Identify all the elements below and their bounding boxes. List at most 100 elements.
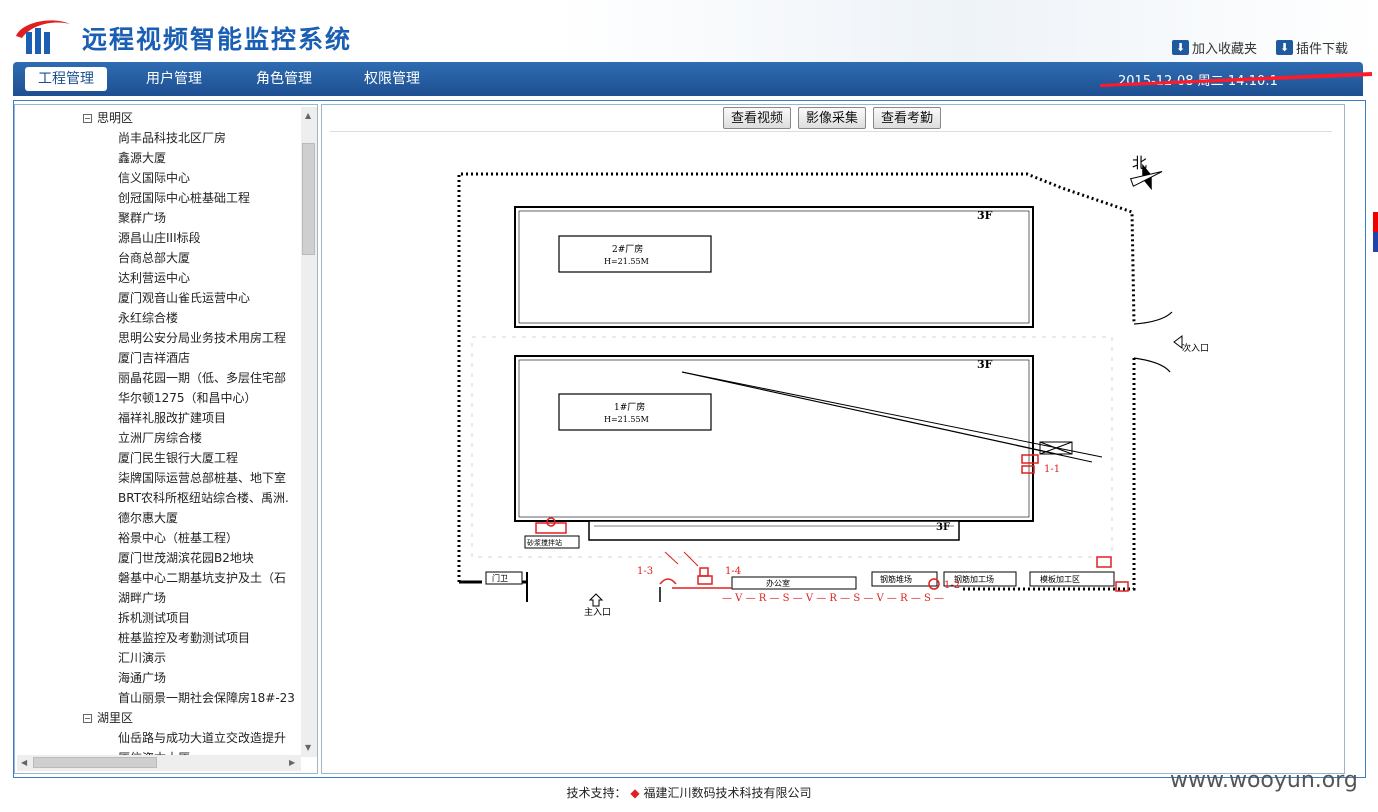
- header: 远程视频智能监控系统 ⬇ 加入收藏夹 ⬇ 插件下载: [0, 0, 1378, 62]
- footer: 技术支持： ◆ 福建汇川数码技术科技有限公司: [0, 784, 1378, 801]
- toolbar-divider: [330, 131, 1332, 132]
- tree-site-item[interactable]: 桩基监控及考勤测试项目: [118, 631, 251, 645]
- scroll-up-icon[interactable]: ▲: [305, 111, 312, 120]
- footer-label: 技术支持：: [566, 786, 627, 800]
- tree-district-label: 思明区: [97, 111, 134, 125]
- tree-site-item[interactable]: 丽晶花园一期（低、多层住宅部: [118, 371, 287, 385]
- tree-site-item[interactable]: 厦门世茂湖滨花园B2地块: [118, 551, 254, 565]
- tree-site-item[interactable]: 聚群广场: [118, 211, 167, 225]
- tree-site-item[interactable]: 首山丽景一期社会保障房18#-23: [118, 691, 295, 705]
- tree-site-item[interactable]: BRT农科所枢纽站综合楼、禹洲.: [118, 491, 289, 505]
- tree-site-item[interactable]: 德尔惠大厦: [118, 511, 179, 525]
- site-fence: [457, 172, 1136, 582]
- scroll-right-icon[interactable]: ▶: [289, 758, 296, 767]
- camera-label-1-2: 1-2: [944, 580, 960, 591]
- main-panel: 查看视频 影像采集 查看考勤 3F: [321, 104, 1345, 774]
- gate-label: 门卫: [492, 573, 508, 583]
- site-fence-east: [962, 358, 1136, 591]
- tree-vertical-scrollbar[interactable]: ▲ ▼: [301, 107, 317, 757]
- footer-company: 福建汇川数码技术科技有限公司: [643, 786, 812, 800]
- secondary-gate-arc: [1133, 357, 1171, 373]
- tree-site-item[interactable]: 厦门民生银行大厦工程: [118, 451, 239, 465]
- formwork-process-label: 模板加工区: [1040, 574, 1080, 584]
- annex: [588, 520, 960, 541]
- scroll-down-icon[interactable]: ▼: [305, 743, 312, 752]
- tree-site-item[interactable]: 仙岳路与成功大道立交改造提升: [118, 731, 287, 745]
- redaction-scribble: [1100, 72, 1372, 87]
- app-title: 远程视频智能监控系统: [82, 25, 353, 54]
- secondary-entrance-label: 次入口: [1182, 342, 1209, 354]
- collapse-toggle-icon[interactable]: −: [83, 114, 92, 123]
- project-tree: −思明区尚丰品科技北区厂房鑫源大厦信义国际中心创冠国际中心桩基础工程聚群广场源昌…: [14, 104, 318, 774]
- north-arrow-icon: [1129, 163, 1163, 191]
- collapse-toggle-icon[interactable]: −: [83, 714, 92, 723]
- scroll-left-icon[interactable]: ◀: [21, 758, 28, 767]
- tree-site-item[interactable]: 信义国际中心: [118, 171, 191, 185]
- building-1-height: H=21.55M: [604, 415, 649, 424]
- tree-site-item[interactable]: 源昌山庄III标段: [118, 231, 201, 245]
- tree-site-item[interactable]: 尚丰品科技北区厂房: [118, 131, 227, 145]
- download-icon: ⬇: [1276, 40, 1293, 55]
- secondary-entrance-arrow: [1173, 335, 1183, 349]
- tree-site-item[interactable]: 海通广场: [118, 671, 167, 685]
- tree-site-item[interactable]: 台商总部大厦: [118, 251, 191, 265]
- camera-marker-1-2: [928, 578, 940, 590]
- camera-label-1-3: 1-3: [637, 566, 653, 577]
- building-2-floors: 3F: [977, 209, 993, 222]
- tree-horizontal-scrollbar[interactable]: ◀ ▶: [17, 755, 301, 771]
- download-icon: ⬇: [1172, 40, 1189, 55]
- tree-site-item[interactable]: 柒牌国际运营总部桩基、地下室: [118, 471, 287, 485]
- nav-role-management[interactable]: 角色管理: [256, 71, 312, 87]
- tree-site-item[interactable]: 思明公安分局业务技术用房工程: [118, 331, 287, 345]
- tree-site-item[interactable]: 创冠国际中心桩基础工程: [118, 191, 251, 205]
- edge-indicator: [1373, 212, 1378, 252]
- tree-site-item[interactable]: 磐基中心二期基坑支护及土（石: [118, 571, 287, 585]
- main-entrance-label: 主入口: [584, 606, 611, 618]
- tree-horizontal-scroll-thumb[interactable]: [33, 757, 157, 768]
- watermark: www.wooyun.org: [1170, 768, 1358, 793]
- camera-marker-1-4: [697, 567, 713, 585]
- add-favorites-link[interactable]: ⬇ 加入收藏夹: [1172, 38, 1257, 57]
- secondary-gate-arc: [1133, 311, 1173, 325]
- tree-site-item[interactable]: 立洲厂房综合楼: [118, 431, 203, 445]
- tree-site-item[interactable]: 厦门观音山雀氏运营中心: [118, 291, 251, 305]
- camera-marker-1-1: [1021, 454, 1039, 474]
- image-capture-button[interactable]: 影像采集: [798, 107, 867, 129]
- building-2-name: 2#厂房: [612, 243, 643, 255]
- tree-site-item[interactable]: 永红综合楼: [118, 311, 179, 325]
- view-attendance-button[interactable]: 查看考勤: [873, 107, 942, 129]
- nav-project-management[interactable]: 工程管理: [25, 67, 107, 91]
- content-frame: [13, 100, 1366, 778]
- tree-site-item[interactable]: 汇川演示: [118, 651, 167, 665]
- tree-site-item[interactable]: 拆机测试项目: [118, 611, 191, 625]
- tree-site-item[interactable]: 华尔顿1275（和昌中心）: [118, 391, 257, 405]
- rebar-stack-label: 钢筋堆场: [880, 574, 912, 584]
- mixing-station-label: 砂浆搅拌站: [527, 538, 562, 547]
- tree-site-item[interactable]: 裕景中心（桩基工程）: [118, 531, 239, 545]
- logo: [16, 20, 70, 54]
- camera-marker-1-3: [659, 578, 677, 585]
- tree-site-item[interactable]: 达利营运中心: [118, 271, 191, 285]
- building-1-name: 1#厂房: [614, 401, 645, 413]
- view-video-button[interactable]: 查看视频: [723, 107, 792, 129]
- rebar-process-label: 钢筋加工场: [954, 574, 994, 584]
- building-1: [514, 355, 1034, 522]
- nav-permission-management[interactable]: 权限管理: [364, 71, 420, 87]
- tree-district[interactable]: −湖里区: [83, 708, 133, 728]
- camera-label-1-4: 1-4: [725, 566, 741, 577]
- main-nav: 工程管理 用户管理 角色管理 权限管理 2015-12-08 周二 14:10:…: [13, 62, 1363, 96]
- tree-district[interactable]: −思明区: [83, 108, 133, 128]
- annex-floors: 3F: [936, 522, 950, 533]
- office-label: 办公室: [766, 578, 790, 588]
- tree-site-item[interactable]: 福祥礼服改扩建项目: [118, 411, 227, 425]
- plugin-download-label: 插件下载: [1296, 42, 1349, 57]
- building-2-height: H=21.55M: [604, 257, 649, 266]
- camera-label-1-1: 1-1: [1044, 464, 1060, 475]
- tree-site-item[interactable]: 厦门吉祥酒店: [118, 351, 191, 365]
- plugin-download-link[interactable]: ⬇ 插件下载: [1276, 38, 1348, 57]
- tree-site-item[interactable]: 湖畔广场: [118, 591, 167, 605]
- tree-vertical-scroll-thumb[interactable]: [302, 143, 315, 255]
- tree-site-item[interactable]: 鑫源大厦: [118, 151, 167, 165]
- nav-user-management[interactable]: 用户管理: [146, 71, 202, 87]
